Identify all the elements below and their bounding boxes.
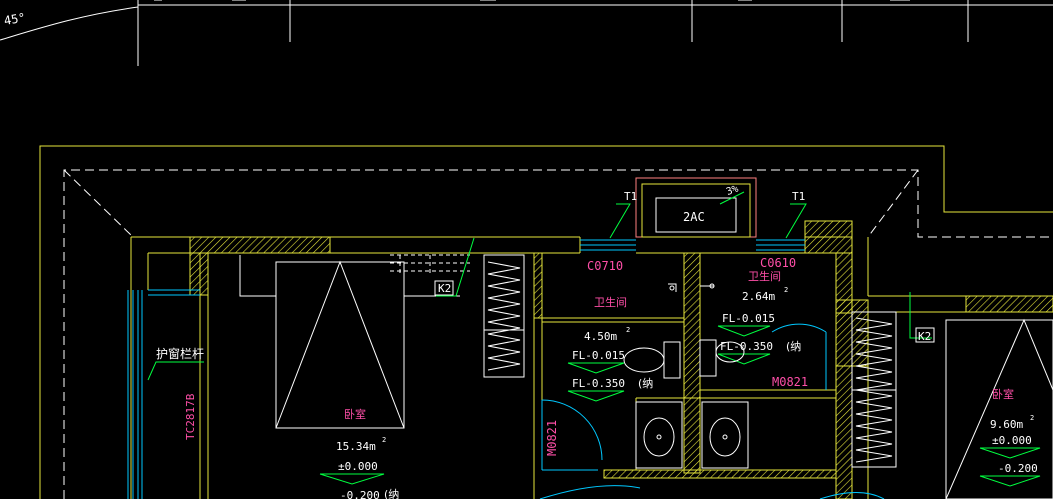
bath-right-area-sup: 2	[784, 286, 788, 294]
bedroom-left-level1: ±0.000	[338, 460, 378, 473]
bath-left-level-marks	[567, 362, 625, 402]
k2-right-box	[915, 327, 935, 343]
bath-right-fl1: FL-0.015	[722, 312, 775, 325]
wall-lines	[130, 236, 1053, 499]
bath-right-area: 2.64m	[742, 290, 775, 303]
railing-leader	[147, 361, 204, 381]
k2-left-box	[434, 280, 454, 296]
ac-unit-box	[635, 177, 757, 238]
bedroom-right-area-sup: 2	[1030, 414, 1034, 422]
roof-outline	[39, 145, 1053, 499]
dashed-eave-outline	[63, 169, 1053, 499]
bath-left-fl1: FL-0.015	[572, 349, 625, 362]
window-side-tag: TC2817B	[184, 393, 197, 440]
ac-unit-tag: 2AC	[683, 210, 705, 224]
t1-left-tag: T1	[624, 190, 637, 203]
hatched-walls	[189, 220, 1053, 499]
bedroom-right-level-marks	[979, 447, 1041, 487]
bath-right-extra: (纳	[786, 340, 801, 353]
door-right-tag: M0821	[772, 375, 808, 389]
door-right-arc	[771, 323, 827, 390]
right-wardrobe	[851, 311, 1053, 499]
bedroom-right-name: 卧室	[992, 387, 1014, 401]
bath-left-extra: (纳	[638, 377, 653, 390]
bath-right-fixtures	[668, 283, 745, 377]
bedroom-left-level2: -0.200	[340, 489, 380, 499]
ac-slope-tag: 3%	[725, 183, 740, 197]
left-wardrobe	[483, 254, 525, 378]
bedroom-left-level-marks	[319, 473, 385, 485]
bath-left-fl2: FL-0.350	[572, 377, 625, 390]
left-closet-shelves	[390, 254, 470, 276]
bedroom-right-area: 9.60m	[990, 418, 1023, 431]
bottom-door-arcs	[539, 485, 885, 499]
bedroom-left-extra: (纳	[384, 488, 399, 499]
left-bedroom-bed	[239, 255, 460, 429]
bedroom-left-area: 15.34m	[336, 440, 376, 453]
window-tag-c0710: C0710	[587, 259, 623, 273]
angle-label: 45°	[3, 10, 27, 28]
top-dimension-ruler	[0, 0, 1053, 66]
bath-right-fl2: FL-0.350	[720, 340, 773, 353]
bath-left-toilet	[623, 341, 681, 379]
railing-note: 护窗栏杆	[156, 346, 204, 361]
bedroom-right-level2: -0.200	[998, 462, 1038, 475]
bedroom-right-level1: ±0.000	[992, 434, 1032, 447]
bath-left-sink	[635, 401, 683, 469]
windows	[127, 239, 805, 499]
bath-left-name: 卫生间	[594, 295, 627, 309]
t1-right-tag: T1	[792, 190, 805, 203]
bedroom-left-area-sup: 2	[382, 436, 386, 444]
bath-right-name: 卫生间	[748, 269, 781, 283]
k2-left-tag: K2	[438, 282, 451, 295]
k2-right-tag: K2	[918, 330, 931, 343]
bath-left-area-sup: 2	[626, 326, 630, 334]
door-left-tag: M0821	[545, 420, 559, 456]
window-tag-c0610: C0610	[760, 256, 796, 270]
door-left-arc	[541, 399, 603, 471]
bath-right-sink	[701, 401, 749, 469]
bath-left-area: 4.50m	[584, 330, 617, 343]
bedroom-left-name: 卧室	[344, 407, 366, 421]
k2-leaders	[436, 237, 932, 339]
t1-leaders	[609, 203, 807, 239]
